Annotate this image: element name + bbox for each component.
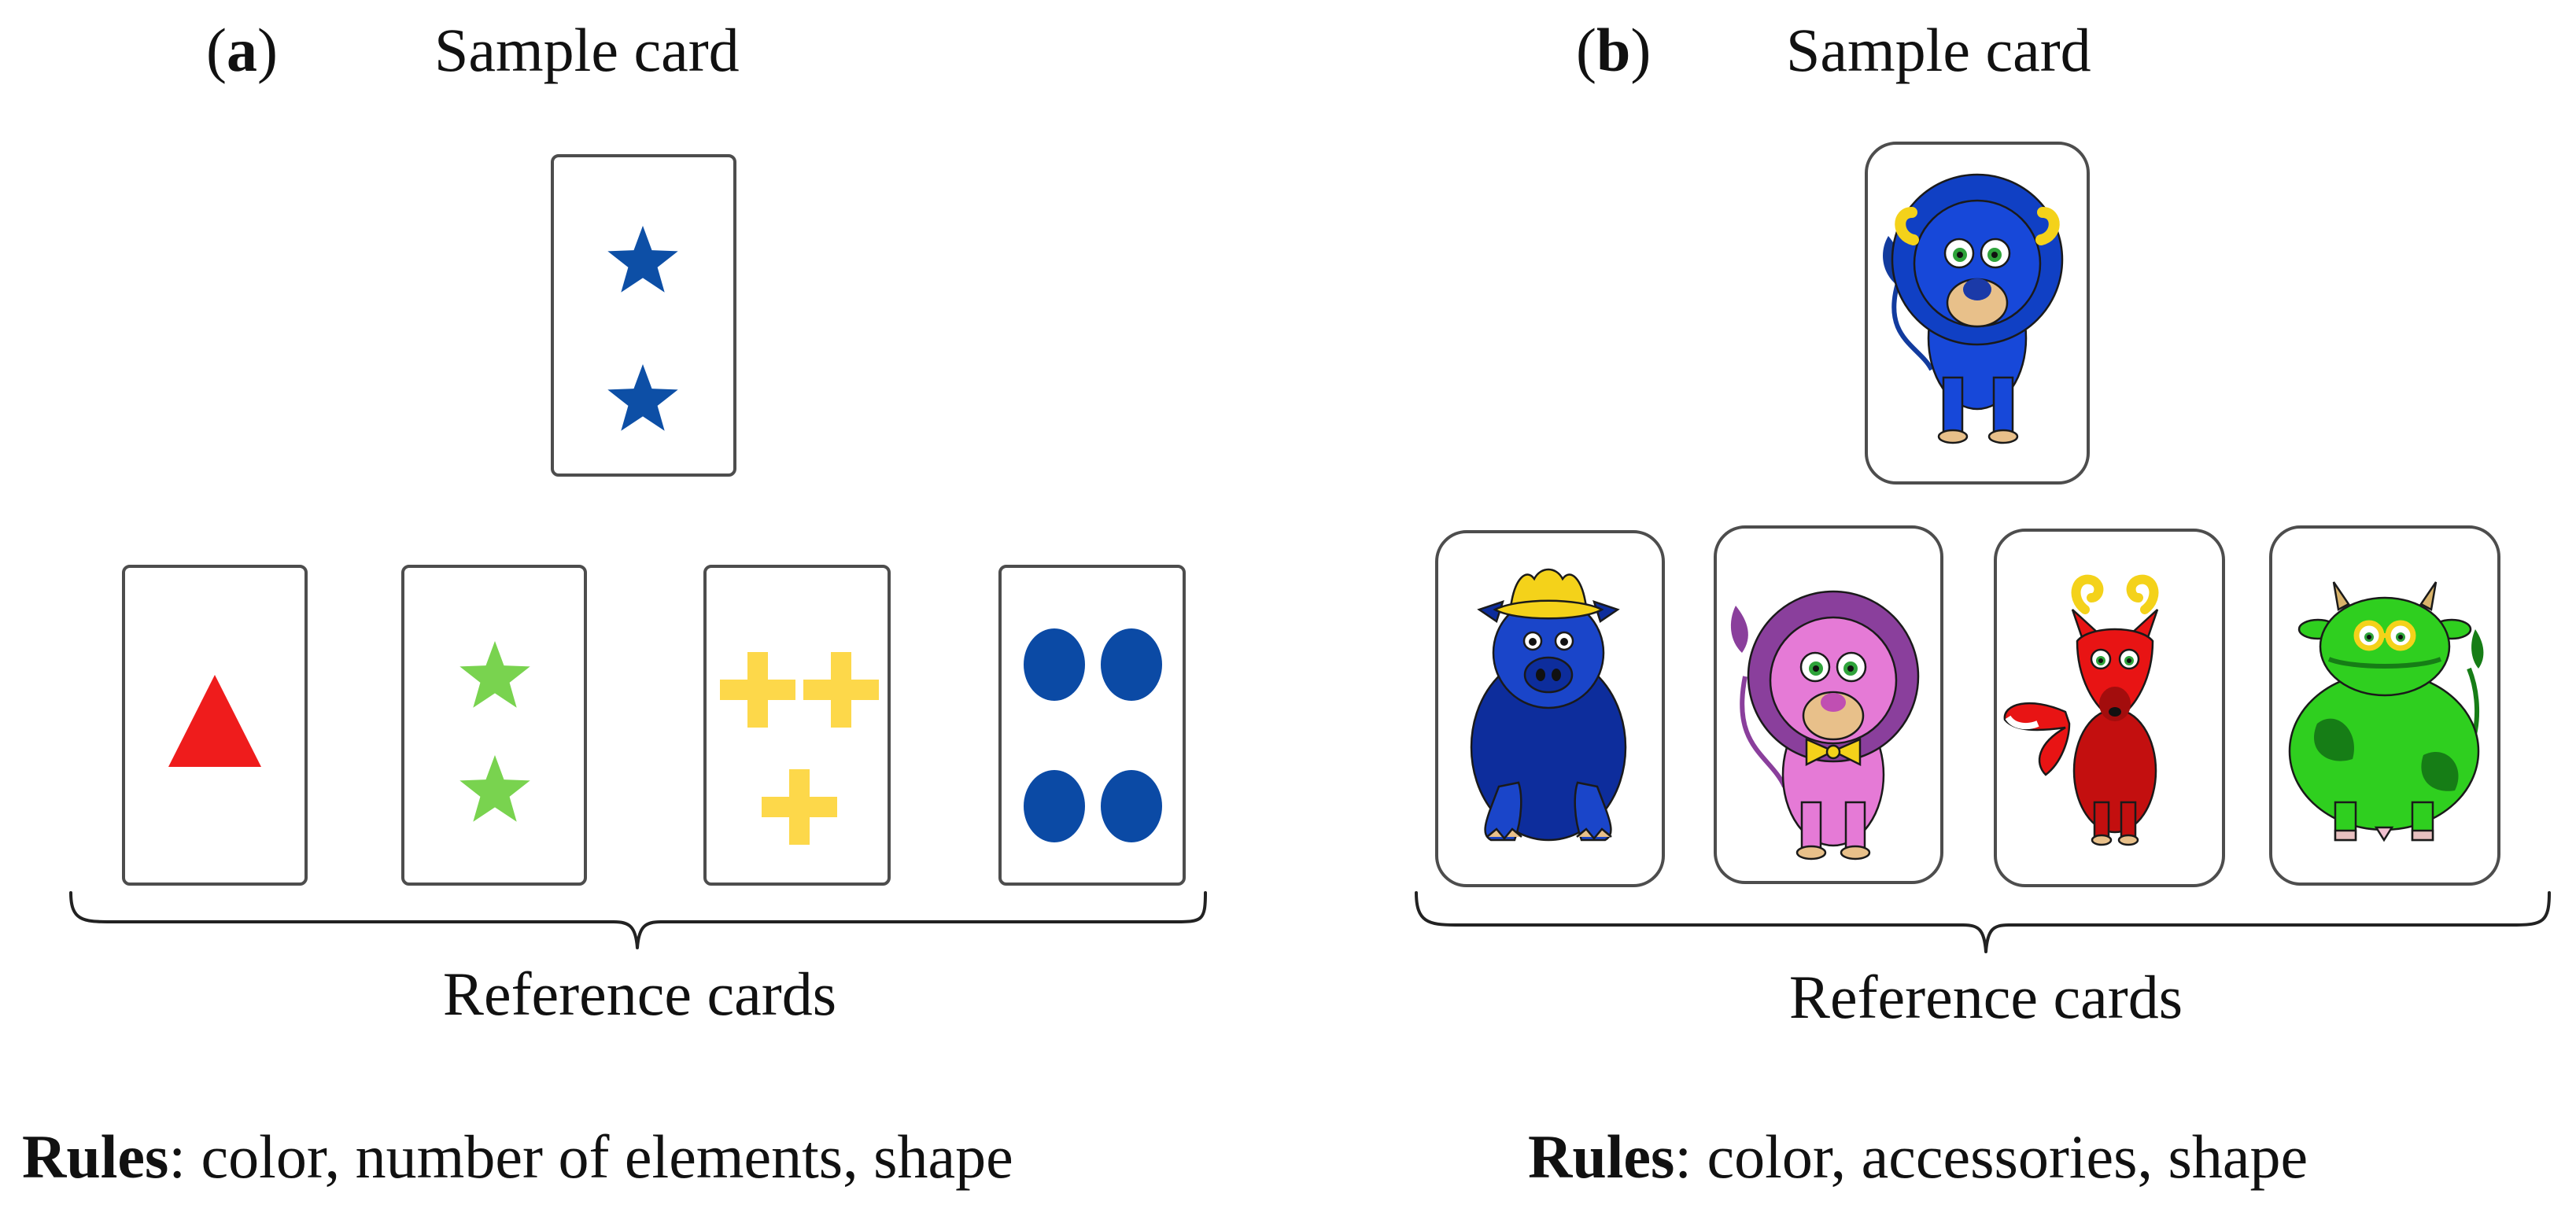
panel-b-sample-card — [1865, 142, 2090, 485]
star-icon — [459, 641, 530, 708]
pink-lion-icon — [1730, 590, 1920, 860]
star-icon — [459, 755, 530, 822]
green-cow-icon — [2288, 581, 2484, 842]
panel-b-reference-brace — [1415, 891, 2551, 953]
panel-b-title: Sample card — [1786, 16, 2091, 84]
blue-lion-icon — [1883, 173, 2064, 444]
panel-b-reference-card-3 — [1994, 529, 2225, 887]
star-icon — [607, 364, 678, 431]
panel-a-title: Sample card — [434, 16, 740, 84]
circle-icon — [1024, 770, 1085, 842]
panel-b-rules: Rules: color, accessories, shape — [1528, 1122, 2308, 1191]
panel-a: (a) Sample card — [22, 16, 1207, 1191]
circle-icon — [1024, 628, 1085, 701]
panel-a-sample-card — [551, 154, 736, 477]
panel-b-reference-caption: Reference cards — [1789, 963, 2183, 1031]
panel-b-reference-card-1 — [1435, 530, 1665, 887]
cross-icon — [762, 769, 837, 845]
panel-b: (b) Sample card — [1415, 16, 2551, 1191]
panel-b-label: (b) — [1576, 16, 1651, 84]
cross-icon — [803, 652, 879, 728]
panel-a-reference-brace — [69, 891, 1207, 949]
red-fox-icon — [2003, 574, 2159, 846]
panel-a-reference-card-1 — [122, 565, 308, 886]
panel-a-reference-card-3 — [703, 565, 891, 886]
panel-a-reference-caption: Reference cards — [443, 960, 836, 1028]
circle-icon — [1101, 628, 1162, 701]
blue-pig-icon — [1470, 568, 1627, 842]
panel-a-reference-card-2 — [401, 565, 587, 886]
panel-b-reference-card-2 — [1714, 525, 1943, 884]
triangle-icon — [168, 675, 261, 767]
panel-a-label: (a) — [206, 16, 278, 84]
circle-icon — [1101, 770, 1162, 842]
panel-b-reference-card-4 — [2269, 525, 2500, 886]
cross-icon — [720, 652, 795, 728]
panel-a-rules: Rules: color, number of elements, shape — [22, 1122, 1013, 1191]
panel-a-reference-card-4 — [998, 565, 1186, 886]
star-icon — [607, 226, 678, 293]
